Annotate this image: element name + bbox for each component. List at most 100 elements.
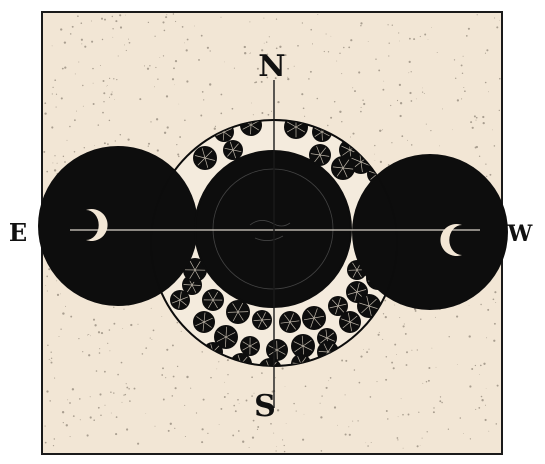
paper-speckle [167,126,169,128]
paper-speckle [327,125,328,126]
paper-speckle [334,406,336,408]
paper-speckle [162,21,164,23]
paper-speckle [75,73,76,74]
paper-speckle [107,343,108,344]
paper-speckle [420,318,421,319]
paper-speckle [148,22,149,23]
paper-speckle [165,16,167,18]
paper-speckle [128,388,130,390]
paper-speckle [123,309,124,310]
paper-speckle [114,99,115,100]
paper-speckle [349,434,351,436]
paper-speckle [276,446,277,447]
paper-speckle [134,388,136,390]
paper-speckle [387,418,388,419]
paper-speckle [60,329,61,330]
paper-speckle [57,294,59,296]
paper-speckle [326,387,328,389]
paper-speckle [389,43,390,44]
paper-speckle [53,445,54,446]
paper-speckle [81,22,83,24]
paper-speckle [80,419,81,420]
paper-speckle [409,92,411,94]
paper-speckle [252,437,254,439]
paper-speckle [341,73,342,74]
paper-speckle [54,438,55,439]
paper-speckle [112,92,113,93]
paper-speckle [286,423,287,424]
paper-speckle [401,398,402,399]
paper-speckle [115,433,117,435]
paper-speckle [251,376,253,378]
paper-speckle [173,376,175,378]
paper-speckle [343,47,345,49]
paper-speckle [428,39,429,40]
paper-speckle [320,403,321,404]
paper-speckle [69,126,71,128]
paper-speckle [336,61,337,62]
paper-speckle [478,407,480,409]
paper-speckle [54,169,56,171]
paper-speckle [72,388,74,390]
paper-speckle [84,46,86,48]
paper-speckle [126,383,127,384]
paper-speckle [78,338,79,339]
paper-speckle [182,26,184,28]
paper-speckle [151,308,152,309]
paper-speckle [51,352,52,353]
paper-speckle [382,339,383,340]
paper-speckle [216,369,217,370]
paper-speckle [305,385,307,387]
paper-speckle [126,387,128,389]
paper-speckle [94,324,96,326]
paper-speckle [354,90,356,92]
paper-speckle [360,111,362,113]
paper-speckle [155,67,156,68]
paper-speckle [348,426,349,427]
paper-speckle [251,103,252,104]
paper-speckle [56,280,57,281]
paper-speckle [70,316,72,318]
paper-speckle [203,399,205,401]
paper-speckle [104,371,106,373]
paper-speckle [210,50,211,51]
paper-speckle [121,362,123,364]
paper-speckle [84,147,85,148]
paper-speckle [90,396,91,397]
paper-speckle [51,358,52,359]
paper-speckle [115,20,117,22]
paper-speckle [277,101,279,103]
paper-speckle [392,25,393,26]
paper-speckle [352,421,353,422]
paper-speckle [202,351,203,352]
paper-speckle [293,403,294,404]
paper-speckle [449,336,450,337]
paper-speckle [269,36,270,37]
paper-speckle [403,448,404,449]
paper-speckle [455,78,456,79]
paper-speckle [162,367,164,369]
paper-speckle [129,400,131,402]
paper-speckle [266,41,267,42]
paper-speckle [302,22,303,23]
paper-speckle [420,445,421,446]
paper-speckle [485,419,487,421]
paper-speckle [107,143,109,145]
paper-speckle [287,78,289,80]
paper-speckle [488,91,489,92]
paper-speckle [475,409,476,410]
paper-speckle [224,382,225,383]
paper-speckle [250,53,251,54]
paper-speckle [78,62,79,63]
paper-speckle [157,78,158,79]
east-shadow-disc [38,146,198,306]
paper-speckle [339,111,341,113]
paper-speckle [463,56,464,57]
paper-speckle [391,362,393,364]
paper-speckle [255,81,257,83]
paper-speckle [304,116,305,117]
paper-speckle [317,14,318,15]
paper-speckle [91,21,92,22]
paper-speckle [51,362,53,364]
paper-speckle [337,425,338,426]
